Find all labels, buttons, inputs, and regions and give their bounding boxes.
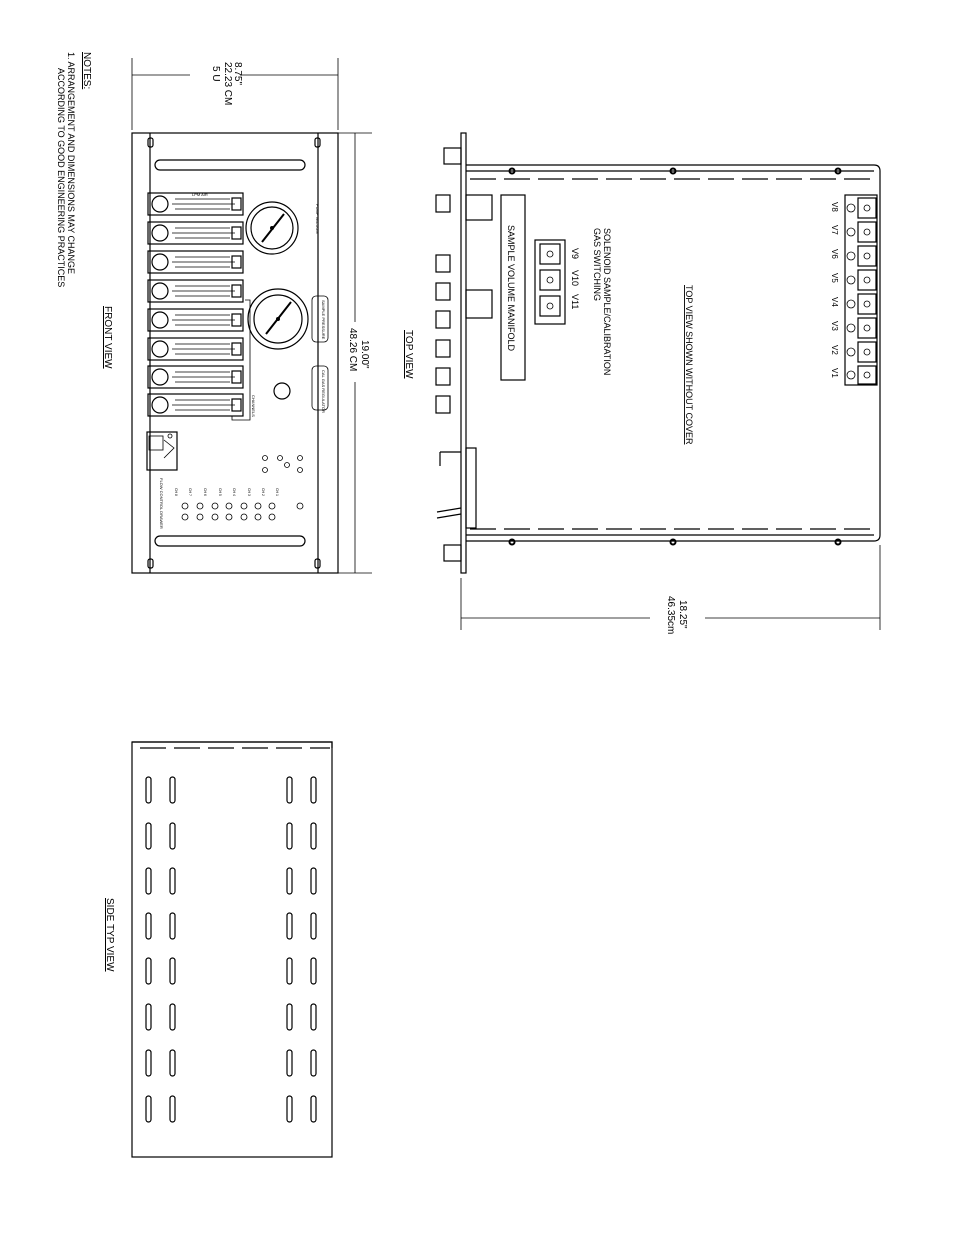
panel-title: FLOW CONTROL DRAWER	[159, 478, 164, 529]
notes-line-1: 1. ARRANGEMENT AND DIMENSIONS MAY CHANGE	[66, 52, 76, 274]
flowmeter: LPM AIR	[147, 192, 244, 216]
valve-label: V5	[830, 273, 839, 283]
brand-logo	[146, 431, 178, 471]
channel-label: CH 8	[174, 488, 178, 496]
channel-label: CH 7	[188, 488, 192, 496]
front-view-title: FRONT VIEW	[102, 306, 113, 369]
side-view-title: SIDE TYP VIEW	[104, 898, 115, 972]
indicator-lights	[181, 455, 304, 521]
channel-label: CH 4	[232, 488, 236, 496]
flowmeter-scale-label: LPM AIR	[192, 192, 208, 197]
channel-label: CH 3	[247, 488, 251, 496]
top-depth-cm: 46.35cm	[665, 596, 676, 634]
sample-volume-manifold	[500, 194, 526, 381]
sample-pressure-label: SAMPLE PRESSURE	[321, 300, 326, 340]
front-view: 8.75" 22.23 CM 5 U LPM AIR	[102, 58, 372, 574]
channel-label: CH 6	[203, 488, 207, 496]
top-view-title: TOP VIEW	[403, 330, 414, 379]
pump-vacuum-gauge	[245, 201, 299, 255]
valve-bank	[844, 194, 878, 386]
top-depth-in: 18.25"	[677, 600, 688, 629]
flowmeter	[147, 308, 244, 332]
side-vent-slots	[145, 776, 317, 1123]
flowmeters: LPM AIR	[147, 192, 244, 417]
solenoid-valve-label: V9	[570, 248, 580, 259]
valve-label: V2	[830, 345, 839, 355]
top-cover-note: TOP VIEW SHOWN WITHOUT COVER	[684, 285, 694, 445]
manifold-label: SAMPLE VOLUME MANIFOLD	[506, 225, 516, 352]
front-height-in: 8.75"	[232, 62, 243, 85]
front-width-cm: 48.26 CM	[347, 328, 358, 371]
cal-gas-regulator-label: CAL GAS REGULATOR	[321, 370, 326, 413]
front-width-in: 19.00"	[359, 340, 370, 369]
cal-gas-regulator	[273, 382, 291, 400]
valve-label: V6	[830, 249, 839, 259]
pump-vacuum-label: PUMP VACUUM	[315, 204, 320, 234]
channel-label: CH 2	[261, 488, 265, 496]
flowmeter	[147, 221, 244, 245]
solenoid-line-2: GAS SWITCHING	[592, 228, 602, 301]
side-view: SIDE TYP VIEW	[104, 741, 333, 1158]
valve-label: V7	[830, 225, 839, 235]
flowmeter	[147, 250, 244, 274]
flowmeter	[147, 393, 244, 417]
notes-line-2: ACCORDING TO GOOD ENGINEERING PRACTICES	[56, 68, 66, 287]
notes: NOTES: 1. ARRANGEMENT AND DIMENSIONS MAY…	[56, 52, 92, 287]
channel-labels: CH 1 CH 2 CH 3 CH 4 CH 5 CH 6 CH 7 CH 8	[174, 488, 279, 496]
flowmeter	[147, 279, 244, 303]
front-height-cm: 22.23 CM	[222, 62, 233, 105]
channel-label: CH 1	[275, 488, 279, 496]
solenoid-line-1: SOLENOID SAMPLE/CALIBRATION	[602, 228, 612, 375]
valve-label: V1	[830, 368, 839, 378]
sample-pressure-gauge	[247, 288, 309, 350]
flowmeter	[147, 365, 244, 389]
valve-label: V4	[830, 297, 839, 307]
channel-label: CH 5	[218, 488, 222, 496]
valve-label: V3	[830, 321, 839, 331]
solenoid-valve-label: V11	[570, 294, 580, 309]
top-view: TOP VIEW	[403, 132, 881, 634]
notes-heading: NOTES:	[81, 52, 92, 89]
flowmeter	[147, 337, 244, 361]
front-height-u: 5 U	[210, 66, 221, 82]
channels-label: CHANNELS	[251, 395, 256, 417]
solenoid-valve-block	[534, 239, 566, 325]
solenoid-valve-label: V10	[570, 270, 580, 286]
valve-label: V8	[830, 202, 839, 212]
panel-knobs	[435, 147, 462, 562]
